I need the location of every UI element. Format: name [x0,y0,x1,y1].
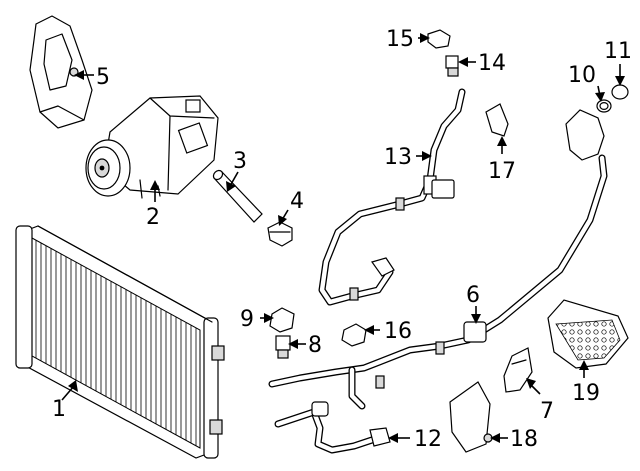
arrowhead-12 [388,433,398,443]
valve-cap-part-16 [341,323,367,347]
arrowhead-17 [497,136,507,146]
arrowhead-18 [490,433,500,443]
arrowhead-15 [420,33,430,43]
callout-15: 15 [386,27,414,52]
condenser-part [15,225,225,459]
arrowhead-5 [74,70,84,80]
callout-11: 11 [604,39,632,64]
callout-18: 18 [510,427,538,452]
filter-tube-part [212,169,263,223]
arrowhead-9 [264,313,274,323]
insulator-part [547,299,629,369]
arrowhead-3 [226,181,236,192]
service-valve-part [445,55,459,77]
callout-19: 19 [572,381,600,406]
callout-2: 2 [146,205,160,230]
callout-5: 5 [96,65,110,90]
arrowhead-11 [615,76,625,86]
hose-clip-part [485,103,509,137]
callout-4: 4 [290,189,304,214]
callout-6: 6 [466,283,480,308]
callout-10: 10 [568,63,596,88]
pressure-sensor-part [275,335,291,359]
leader-lines [61,33,625,443]
callout-labels: 1 2 3 4 5 6 7 8 9 10 11 12 13 14 15 16 1… [52,27,632,452]
valve-cap-part-9 [269,307,295,333]
callout-12: 12 [414,427,442,452]
arrowhead-19 [579,360,589,370]
arrowhead-14 [458,57,468,67]
callout-14: 14 [478,51,506,76]
pressure-hose-part [318,88,466,306]
o-ring-part-10 [596,99,612,113]
arrowhead-2 [150,180,160,190]
o-ring-part-11 [611,84,629,100]
callout-16: 16 [384,319,412,344]
liquid-hose-part [274,401,391,454]
callout-9: 9 [240,307,254,332]
compressor-part [85,95,219,199]
arrowhead-6 [471,314,481,324]
callout-13: 13 [384,145,412,170]
callout-3: 3 [233,149,247,174]
plug-part [267,221,293,247]
callout-7: 7 [540,399,554,424]
arrowhead-7 [526,378,536,389]
hose-bracket-part [503,347,533,393]
arrowhead-1 [68,380,78,392]
arrowhead-4 [278,215,287,226]
arrowhead-16 [364,325,374,335]
callout-17: 17 [488,159,516,184]
callout-8: 8 [308,333,322,358]
valve-cap-part-15 [427,29,451,49]
arrowhead-10 [595,92,605,102]
arrowhead-13 [422,151,432,161]
suction-hose-part [268,109,608,410]
heat-shield-part [449,381,493,453]
arrowhead-8 [288,339,298,349]
callout-1: 1 [52,397,66,422]
compressor-bracket-part [29,15,93,129]
